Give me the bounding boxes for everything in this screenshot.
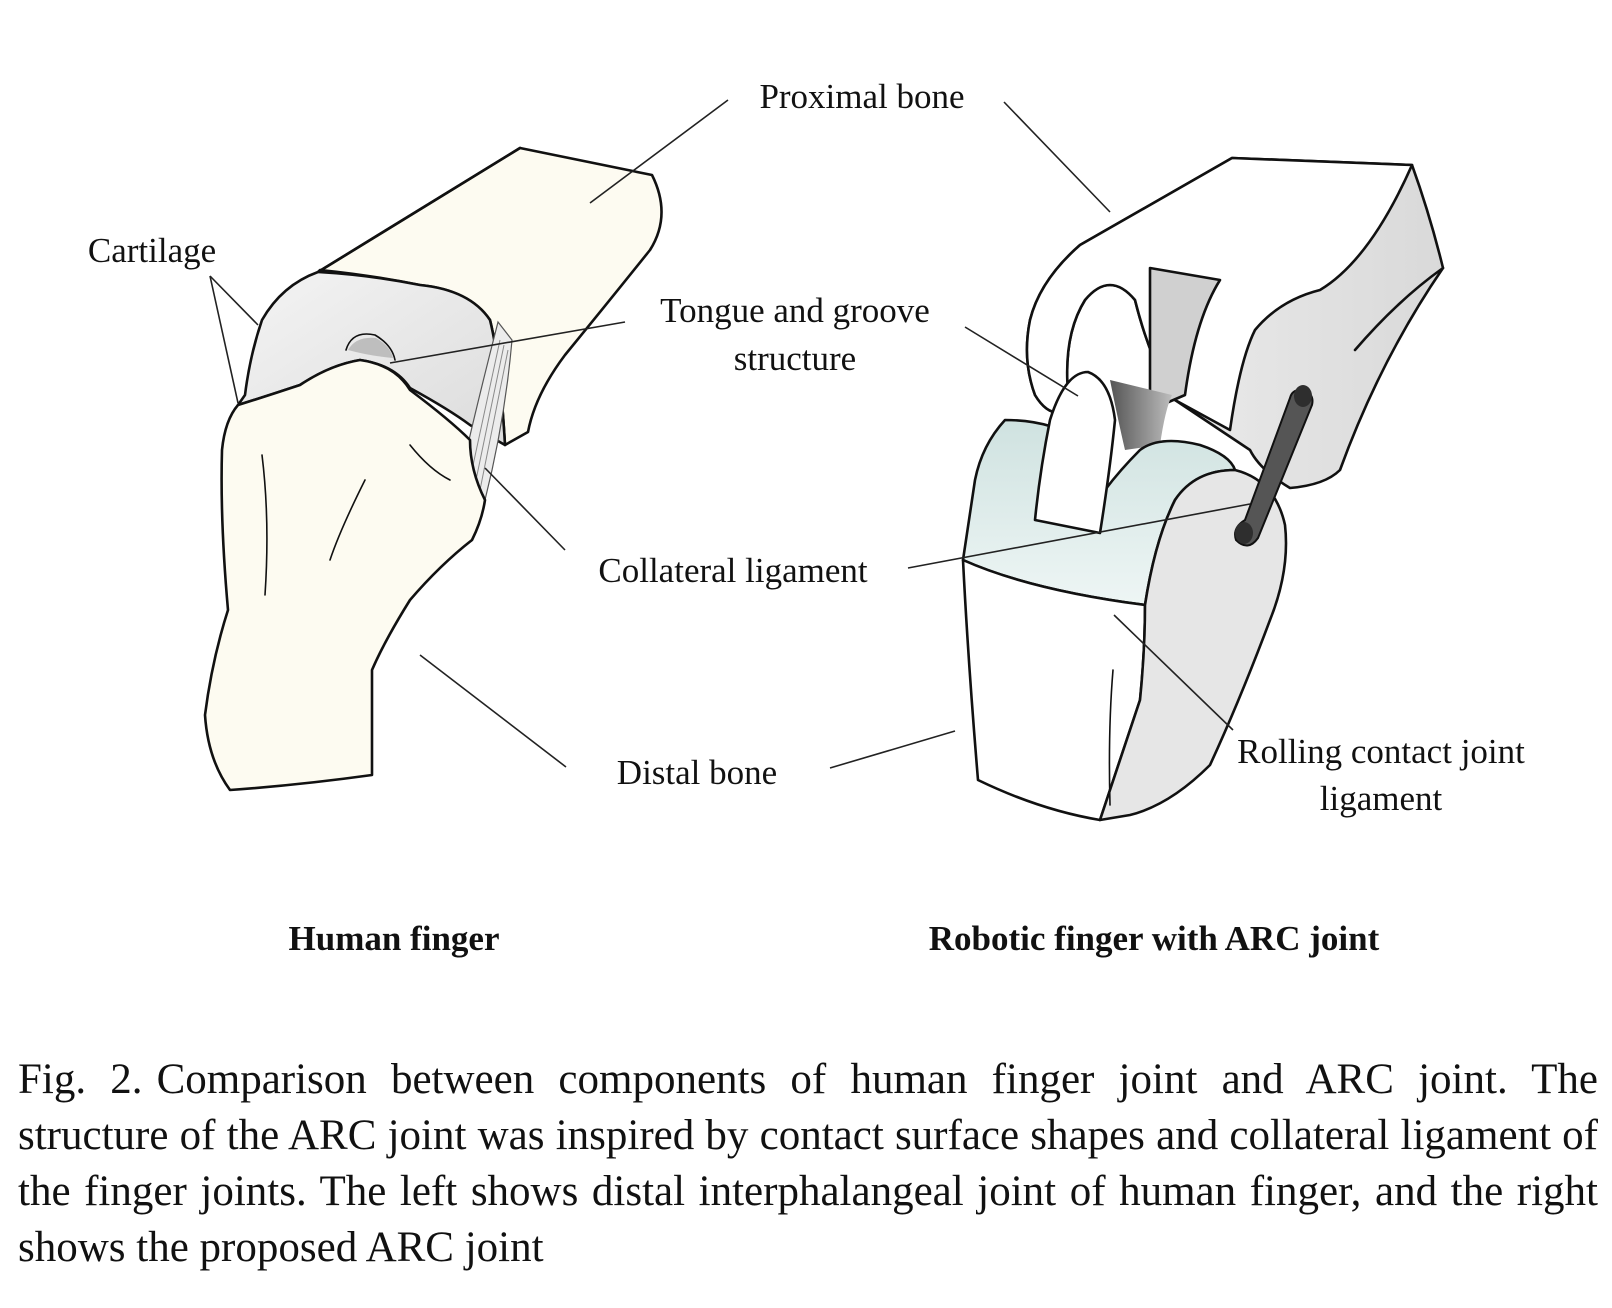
label-rolling-line1: Rolling contact joint: [1237, 732, 1525, 771]
figure-labels: Proximal bone Cartilage Tongue and groov…: [88, 77, 1525, 958]
human-finger-drawing: [203, 146, 663, 792]
label-cartilage: Cartilage: [88, 231, 216, 270]
figure-illustration: Proximal bone Cartilage Tongue and groov…: [88, 77, 1525, 958]
panel-title-human: Human finger: [289, 919, 500, 958]
caption-text: Comparison between components of human f…: [18, 1056, 1598, 1271]
robot-tongue: [1033, 370, 1117, 535]
human-distal-bone: [203, 358, 487, 792]
label-tongue-groove-line1: Tongue and groove: [660, 291, 930, 330]
panel-title-robotic: Robotic finger with ARC joint: [929, 919, 1380, 958]
leader-lines: [209, 99, 1251, 769]
label-distal-bone: Distal bone: [617, 753, 777, 792]
robotic-finger-drawing: [961, 156, 1445, 822]
label-rolling-line2: ligament: [1320, 779, 1443, 818]
figure-caption: Fig. 2.Comparison between components of …: [18, 1052, 1598, 1276]
robot-distal-side: [1098, 468, 1288, 822]
caption-label: Fig. 2.: [18, 1056, 143, 1103]
robot-pin: [1234, 388, 1314, 547]
label-proximal-bone: Proximal bone: [759, 77, 964, 116]
label-tongue-groove-line2: structure: [734, 339, 856, 378]
label-collateral-ligament: Collateral ligament: [598, 551, 867, 590]
